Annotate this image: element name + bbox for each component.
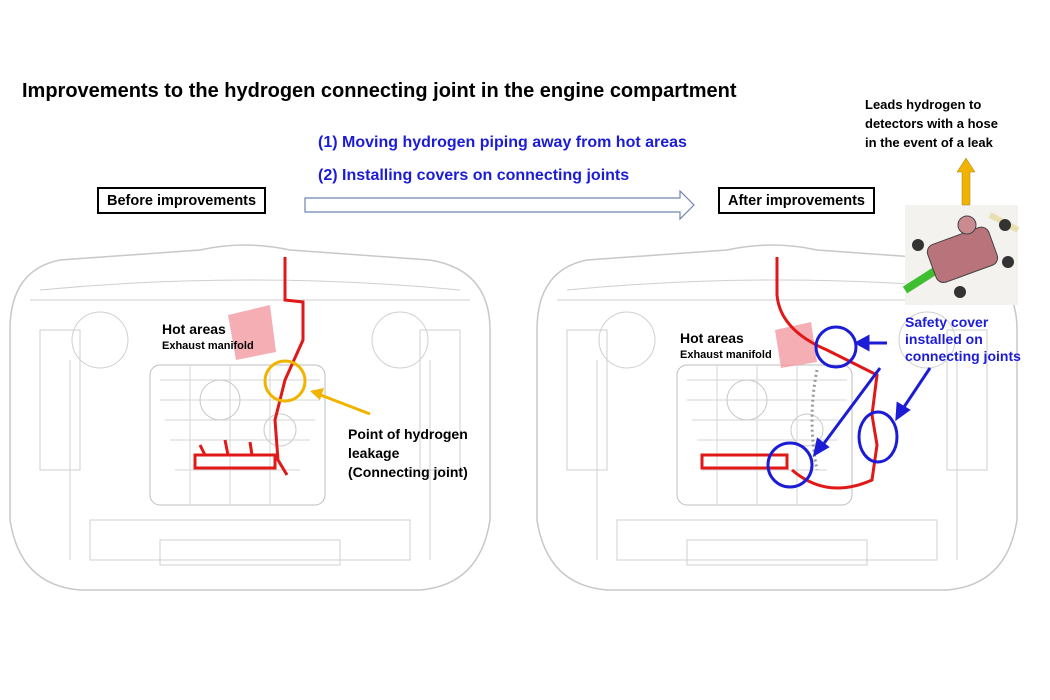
leak-line-2: leakage bbox=[348, 445, 400, 461]
engine-compartment-before bbox=[9, 244, 491, 591]
hydrogen-pipe-before bbox=[273, 257, 305, 476]
hydrogen-pipe-after bbox=[775, 257, 879, 490]
page-title: Improvements to the hydrogen connecting … bbox=[22, 80, 737, 102]
connector-detail-image bbox=[902, 205, 1020, 305]
hot-areas-label-after: Hot areas bbox=[680, 330, 744, 346]
cover-arrows bbox=[812, 334, 932, 458]
leak-point-marker bbox=[263, 359, 307, 403]
cover-line-2: installed on bbox=[905, 331, 983, 347]
exhaust-label-after: Exhaust manifold bbox=[680, 349, 772, 361]
leads-line-1: Leads hydrogen to bbox=[865, 97, 982, 112]
process-arrow bbox=[304, 189, 695, 221]
step-1: (1) Moving hydrogen piping away from hot… bbox=[318, 134, 687, 151]
engine-compartment-after bbox=[536, 244, 1018, 591]
before-label: Before improvements bbox=[97, 187, 267, 214]
leads-arrow-up bbox=[956, 157, 976, 206]
leak-point-label: Point of hydrogen leakage (Connecting jo… bbox=[348, 425, 468, 482]
leak-arrow-head bbox=[310, 388, 324, 400]
leak-line-3: (Connecting joint) bbox=[348, 464, 468, 480]
hot-area-after bbox=[775, 322, 817, 368]
cover-line-3: connecting joints bbox=[905, 348, 1021, 364]
fuel-rail-after bbox=[700, 453, 789, 470]
cover-marker-3 bbox=[766, 441, 814, 489]
step-2: (2) Installing covers on connecting join… bbox=[318, 167, 630, 184]
leads-note: Leads hydrogen to detectors with a hose … bbox=[865, 95, 998, 152]
exhaust-label-before: Exhaust manifold bbox=[162, 340, 254, 352]
after-label: After improvements bbox=[718, 187, 875, 214]
cover-line-1: Safety cover bbox=[905, 314, 989, 330]
safety-cover-label: Safety cover installed on connecting joi… bbox=[905, 314, 1021, 365]
leads-line-3: in the event of a leak bbox=[865, 135, 993, 150]
cover-marker-1 bbox=[814, 325, 858, 369]
hot-areas-label-before: Hot areas bbox=[162, 321, 226, 337]
cover-marker-2 bbox=[857, 410, 899, 464]
fuel-rail-before bbox=[193, 439, 277, 470]
leak-line-1: Point of hydrogen bbox=[348, 426, 468, 442]
leads-line-2: detectors with a hose bbox=[865, 116, 998, 131]
hot-area-before bbox=[228, 305, 276, 360]
